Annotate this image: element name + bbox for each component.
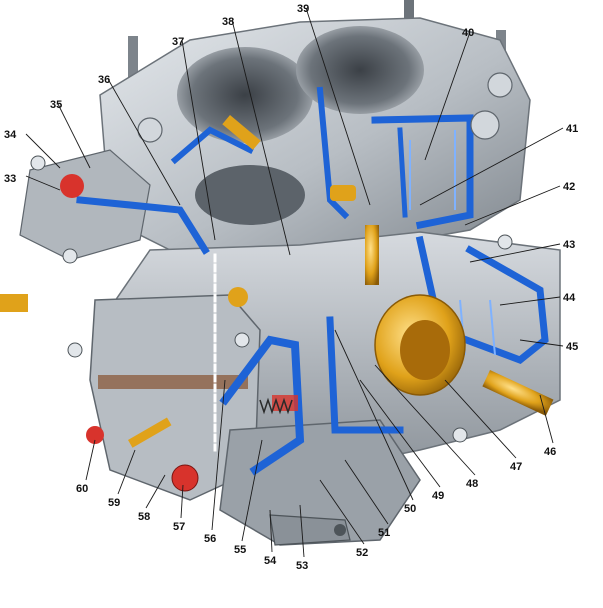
- callout-labels: 33 34 35 36 37 38 39 40 41 42 43 44 45 4…: [4, 3, 578, 572]
- idle-jet-brass: [330, 185, 356, 201]
- leader-lines: [25, 7, 564, 558]
- callout-55: 55: [234, 544, 246, 556]
- top-stud-left: [128, 36, 138, 104]
- callout-50: 50: [404, 503, 416, 515]
- bolt-mid: [234, 332, 250, 348]
- callout-47: 47: [510, 461, 522, 473]
- carburetor-body: [0, 0, 561, 546]
- callout-59: 59: [108, 497, 120, 509]
- callout-40: 40: [462, 27, 474, 39]
- callout-35: 35: [50, 99, 62, 111]
- callout-36: 36: [98, 74, 110, 86]
- bolt-mount-right-low: [487, 72, 513, 98]
- lever-pivot: [334, 524, 346, 536]
- callout-60: 60: [76, 483, 88, 495]
- callout-34: 34: [4, 129, 17, 141]
- callout-39: 39: [297, 3, 309, 15]
- callout-33: 33: [4, 173, 16, 185]
- bolt-lower-right: [452, 427, 468, 443]
- float-chamber-band: [98, 375, 248, 389]
- bolt-mount-left: [137, 117, 163, 143]
- pump-diaphragm-red: [60, 174, 84, 198]
- screw-brass-lower: [128, 417, 172, 448]
- callout-57: 57: [173, 521, 185, 533]
- callout-48: 48: [466, 478, 478, 490]
- callout-52: 52: [356, 547, 368, 559]
- bolt-left-top: [30, 155, 46, 171]
- secondary-bore: [296, 26, 424, 114]
- callout-37: 37: [172, 36, 184, 48]
- bolt-lower-left: [67, 342, 83, 358]
- callout-44: 44: [563, 292, 576, 304]
- bore-lower-left: [195, 165, 305, 225]
- callout-58: 58: [138, 511, 150, 523]
- callout-45: 45: [566, 341, 578, 353]
- bolt-mount-right: [470, 110, 500, 140]
- adjust-screw-red: [86, 426, 104, 444]
- callout-46: 46: [544, 446, 556, 458]
- callout-53: 53: [296, 560, 308, 572]
- callout-42: 42: [563, 181, 575, 193]
- callout-56: 56: [204, 533, 216, 545]
- callout-49: 49: [432, 490, 444, 502]
- callout-41: 41: [566, 123, 578, 135]
- bolt-right: [497, 234, 513, 250]
- left-brass-stub: [0, 294, 28, 312]
- plug-red-lower: [171, 464, 199, 492]
- valve-spring: [259, 397, 293, 415]
- air-jet-brass: [365, 225, 379, 285]
- callout-51: 51: [378, 527, 390, 539]
- pump-housing: [19, 149, 151, 261]
- primary-bore: [177, 47, 313, 143]
- bolt-left-bottom: [62, 248, 78, 264]
- top-stud-center: [404, 0, 414, 28]
- callout-54: 54: [264, 555, 277, 567]
- callout-38: 38: [222, 16, 234, 28]
- cap-nut-brass: [228, 287, 248, 307]
- economizer-jet-brass: [482, 370, 554, 416]
- venturi-inner: [400, 320, 450, 380]
- throttle-lever: [269, 514, 351, 546]
- emulsion-brass-top: [222, 115, 261, 150]
- callout-43: 43: [563, 239, 575, 251]
